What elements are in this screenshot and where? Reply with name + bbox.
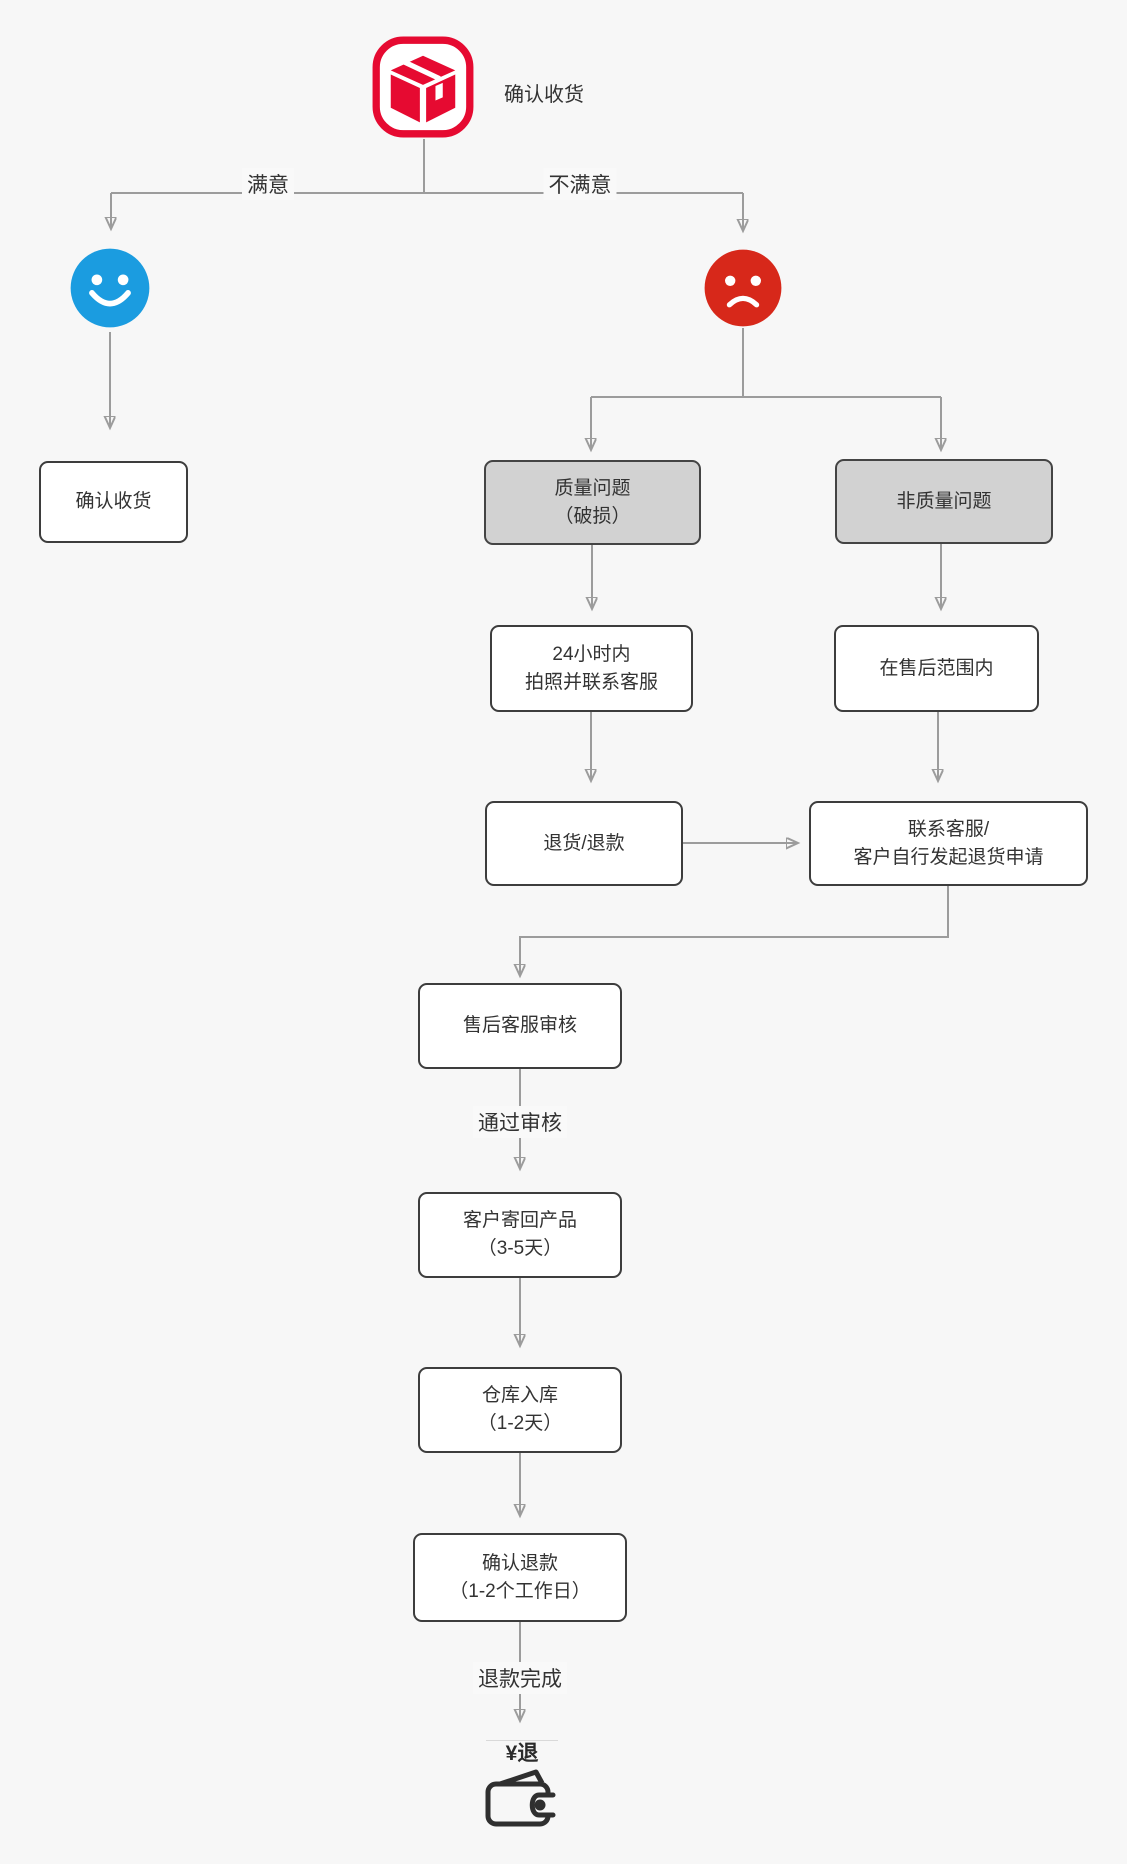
node-label: 售后客服审核: [462, 1015, 577, 1037]
edge-label-review-passed: 通过审核: [473, 1106, 567, 1138]
happy-face-icon: [69, 247, 151, 329]
node-label: 质量问题: [554, 477, 631, 499]
connector-contact-to-review: [520, 886, 949, 975]
node-label: 客户寄回产品: [462, 1210, 577, 1232]
node-confirm-receipt: 确认收货: [39, 461, 188, 543]
node-within-aftersales-scope: 在售后范围内: [834, 625, 1039, 712]
package-icon: [368, 35, 478, 139]
node-label: （1-2天）: [477, 1413, 563, 1434]
wallet-yen-refund-label: ¥退: [505, 1742, 539, 1765]
node-label: （3-5天）: [477, 1238, 563, 1259]
node-confirm-refund: 确认退款 （1-2个工作日）: [413, 1533, 627, 1622]
node-label: 确认收货: [75, 491, 152, 513]
node-photo-within-24h: 24小时内 拍照并联系客服: [490, 625, 693, 712]
node-non-quality-issue: 非质量问题: [835, 459, 1053, 544]
node-contact-cs-or-self-apply: 联系客服/ 客户自行发起退货申请: [809, 801, 1088, 886]
node-customer-sends-back: 客户寄回产品 （3-5天）: [418, 1192, 622, 1278]
node-label: 24小时内: [552, 643, 631, 665]
node-label: 确认退款: [481, 1552, 558, 1574]
wallet-glyph: [485, 1769, 556, 1827]
node-label: 在售后范围内: [879, 657, 994, 679]
sad-face-icon: [703, 248, 783, 328]
node-label: 拍照并联系客服: [524, 671, 658, 693]
node-label: （1-2个工作日）: [449, 1580, 591, 1602]
node-label: 仓库入库: [481, 1385, 558, 1407]
node-label: 客户自行发起退货申请: [853, 846, 1044, 868]
node-label: 联系客服/: [907, 818, 990, 840]
node-label: 退货/退款: [543, 832, 625, 854]
node-warehouse-inbound: 仓库入库 （1-2天）: [418, 1367, 622, 1453]
node-label: （破损）: [554, 505, 631, 527]
node-quality-issue: 质量问题 （破损）: [484, 460, 701, 545]
node-aftersales-cs-review: 售后客服审核: [418, 983, 622, 1069]
wallet-hairline: [486, 1740, 558, 1741]
edge-label-unsatisfied: 不满意: [543, 168, 617, 200]
edge-label-satisfied: 满意: [242, 168, 294, 200]
node-label: 非质量问题: [896, 490, 992, 512]
edge-label-refund-complete: 退款完成: [473, 1662, 567, 1694]
start-label: 确认收货: [504, 84, 584, 106]
node-return-refund: 退货/退款: [485, 801, 683, 886]
refund-wallet-icon: ¥退: [478, 1740, 566, 1827]
